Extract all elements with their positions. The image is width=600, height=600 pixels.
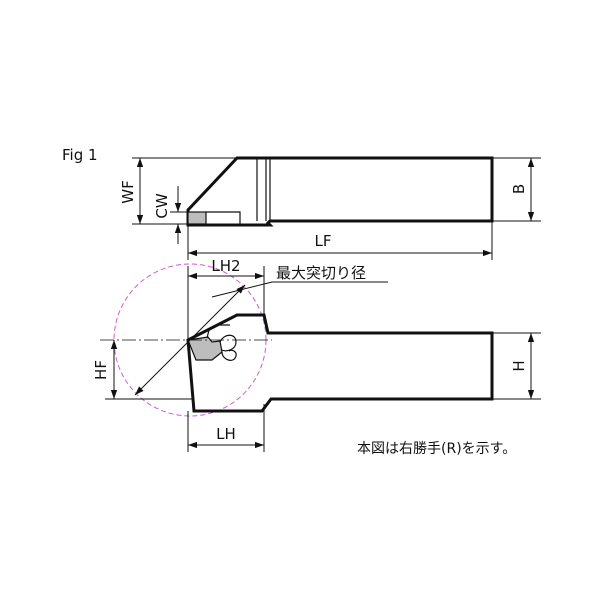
max-cut-diameter-dimension	[134, 281, 388, 396]
side-view-insert	[187, 336, 223, 361]
lh-label: LH	[216, 425, 236, 443]
top-view-insert	[187, 211, 207, 225]
max-cut-diameter-dimension-line	[134, 284, 246, 396]
figure-label: Fig 1	[62, 146, 98, 164]
max-cut-diameter-leader	[211, 281, 388, 298]
wf-dimension	[132, 157, 237, 225]
b-dimension	[492, 157, 541, 222]
hf-label: HF	[92, 360, 110, 380]
max-cut-diameter-label: 最大突切り径	[276, 264, 366, 282]
side-view-body-outline	[186, 313, 494, 413]
right-hand-note: 本図は右勝手(R)を示す。	[357, 441, 516, 457]
top-view	[186, 156, 494, 227]
wf-label: WF	[119, 180, 137, 203]
cw-dimension	[170, 186, 188, 244]
lh2-label: LH2	[211, 257, 240, 275]
lf-label: LF	[315, 232, 332, 250]
h-label: H	[510, 360, 528, 371]
b-label: B	[510, 184, 528, 194]
side-view-clamp-lobe	[221, 349, 237, 361]
hf-dimension	[105, 340, 194, 400]
lf-dimension	[187, 221, 493, 260]
h-dimension	[492, 332, 541, 400]
lh2-dimension	[187, 266, 265, 340]
top-view-blade-step	[206, 211, 241, 224]
side-view-clamp-lobe	[219, 334, 237, 352]
cw-label: CW	[153, 193, 171, 218]
lh-dimension	[187, 404, 265, 452]
side-view	[186, 313, 494, 413]
top-view-body-outline	[186, 156, 494, 227]
